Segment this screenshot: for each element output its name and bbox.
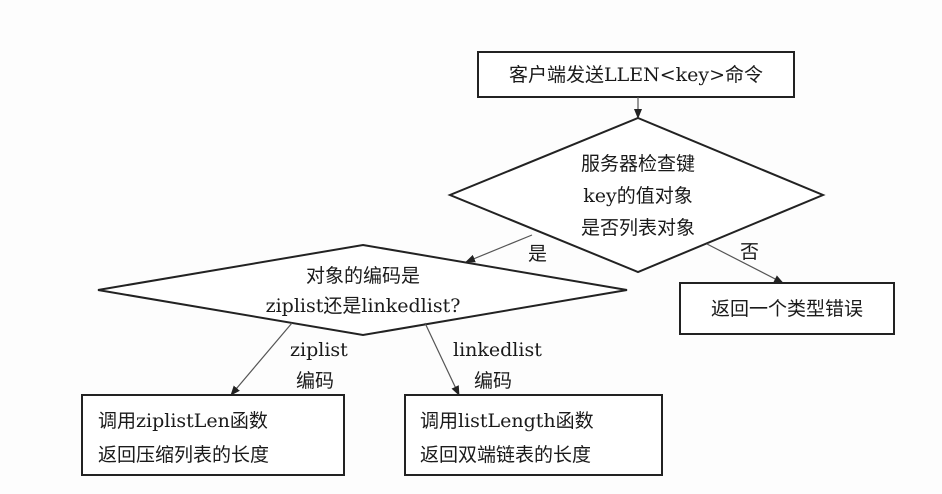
- label-no: 否: [740, 241, 759, 263]
- arrow-no: [706, 243, 784, 284]
- ziplist-result-box: 调用ziplistLen函数 返回压缩列表的长度: [81, 394, 345, 476]
- encoding-check-line-1: 对象的编码是: [306, 265, 420, 287]
- start-text: 客户端发送LLEN<key>命令: [509, 64, 763, 86]
- encoding-check-line-2: ziplist还是linkedlist?: [266, 295, 461, 317]
- label-yes: 是: [528, 243, 547, 265]
- ziplist-result-line-2: 返回压缩列表的长度: [98, 444, 269, 466]
- arrow-yes: [465, 234, 533, 263]
- ziplist-result-line-1: 调用ziplistLen函数: [98, 410, 268, 432]
- type-check-line-1: 服务器检查键: [581, 153, 695, 175]
- label-ziplist-2: 编码: [296, 370, 334, 392]
- label-linkedlist-2: 编码: [474, 370, 512, 392]
- type-check-line-3: 是否列表对象: [581, 217, 695, 239]
- linkedlist-result-line-2: 返回双端链表的长度: [420, 444, 591, 466]
- type-error-text: 返回一个类型错误: [711, 298, 863, 320]
- start-box: 客户端发送LLEN<key>命令: [477, 51, 795, 98]
- linkedlist-result-line-1: 调用listLength函数: [420, 410, 594, 432]
- type-check-line-2: key的值对象: [583, 185, 693, 207]
- encoding-check-diamond: 对象的编码是 ziplist还是linkedlist?: [97, 243, 628, 337]
- label-ziplist-1: ziplist: [290, 339, 348, 361]
- arrow-ziplist: [230, 322, 293, 396]
- label-linkedlist-1: linkedlist: [453, 339, 542, 361]
- linkedlist-result-box: 调用listLength函数 返回双端链表的长度: [404, 394, 663, 476]
- type-check-diamond: 服务器检查键 key的值对象 是否列表对象: [447, 116, 826, 274]
- type-error-box: 返回一个类型错误: [679, 282, 895, 335]
- arrow-linkedlist: [424, 322, 460, 396]
